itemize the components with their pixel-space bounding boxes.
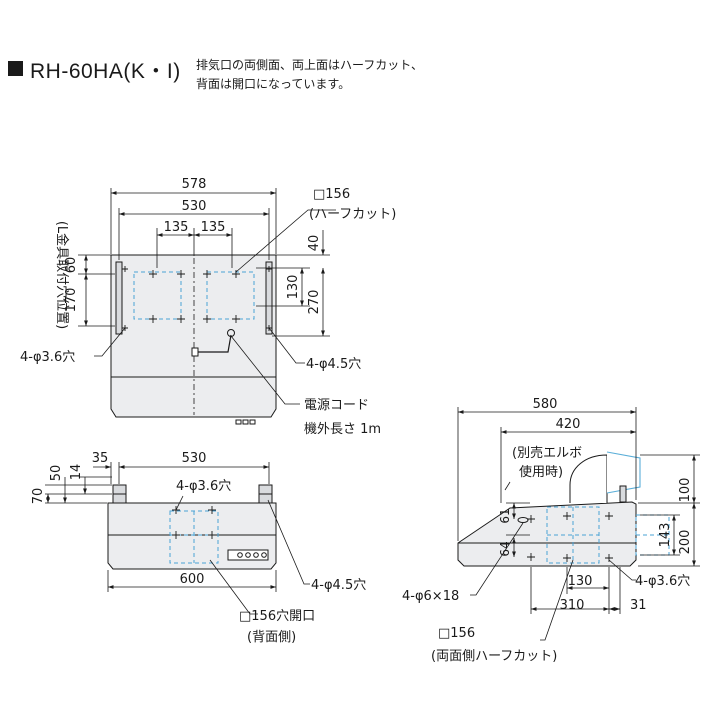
label-64: 64 [498,541,512,556]
label-40: 40 [307,235,322,252]
label-270: 270 [307,290,322,315]
front-left-cut-square [133,271,182,320]
cord-label: 電源コード [304,398,369,413]
slot-label: 4-φ6×18 [402,589,459,604]
label-135-right: 135 [201,220,226,235]
leader-slot [470,522,524,596]
leader-top-hole [175,495,184,511]
front-left-bracket [115,261,123,335]
front-right-cut-square [206,271,255,320]
leader-cut-label [235,209,336,273]
side-cut-size-label: □156 [438,626,475,641]
label-60: 60 [64,257,79,274]
cord-length-label: 機外長さ 1m [304,422,381,437]
cut-size-label: □156 [313,187,350,202]
top-control-panel [227,549,269,561]
side-slot-upper [517,517,529,523]
front-view-labels: 578 530 135 135 60 170 (L金具取付穴位置) 40 130… [20,177,396,437]
top-view [45,462,310,615]
front-control-buttons [235,419,256,425]
top-control-buttons [237,552,267,558]
power-cord [198,334,232,353]
label-578: 578 [182,177,207,192]
label-530: 530 [182,199,207,214]
label-70: 70 [31,488,46,505]
title-note-line-1: 排気口の両側面、両上面はハーフカット、 [196,58,424,72]
leader-side-hole [608,559,636,581]
title-note-line-2: 背面は開口になっています。 [196,77,351,91]
top-hole-marks [172,506,216,539]
model-title: RH-60HA(K・I) [30,60,181,83]
label-130: 130 [286,275,301,300]
label-50: 50 [49,465,64,482]
label-61: 61 [498,508,512,523]
label-170: 170 [64,288,79,313]
title-note: 排気口の両側面、両上面はハーフカット、 背面は開口になっています。 [196,56,423,94]
side-view-labels: 580 420 (別売エルボ 使用時) 100 200 143 61 64 13… [402,397,693,664]
side-cut-type-label: (両面側ハーフカット) [431,649,557,664]
header: RH-60HA(K・I) 排気口の両側面、両上面はハーフカット、 背面は開口にな… [0,0,720,110]
top-hole-right-label: 4-φ4.5穴 [311,578,366,593]
label-top-530: 530 [182,451,207,466]
side-hole-label: 4-φ3.6穴 [635,574,690,589]
hole-right-label: 4-φ4.5穴 [306,357,361,372]
elbow-duct [569,454,608,503]
label-310: 310 [560,598,585,613]
leader-hole-left [94,327,126,357]
leader-top-opening [209,559,258,615]
front-right-bracket [265,261,273,335]
label-31: 31 [630,598,647,613]
label-130-side: 130 [568,574,593,589]
label-14: 14 [69,464,84,481]
label-600: 600 [180,572,205,587]
leader-hole-right [268,327,305,364]
front-hole-marks [122,266,272,331]
leader-cord [230,335,300,405]
side-view [457,407,700,641]
leader-elbow [504,481,511,491]
top-hole-label: 4-φ3.6穴 [176,479,231,494]
label-35: 35 [92,451,109,466]
leader-top-hole-right [267,499,310,585]
side-hole-marks [527,512,613,562]
hole-left-label: 4-φ3.6穴 [20,350,75,365]
bracket-position-label: (L金具取付穴位置) [54,221,70,329]
cut-type-label: (ハーフカット) [309,207,396,222]
elbow-label-line-2: 使用時) [519,464,563,480]
label-200: 200 [678,530,693,555]
title-bullet-square [8,61,23,76]
label-135-left: 135 [164,220,189,235]
label-100: 100 [678,478,693,503]
elbow-flange [619,485,627,503]
leader-side-cut [540,559,574,641]
top-view-labels: 35 530 50 14 70 4-φ3.6穴 600 4-φ4.5穴 □156… [31,451,366,645]
power-cord-plug [191,347,199,357]
front-view-outline [110,254,277,418]
elbow-label-line-1: (別売エルボ [512,445,582,461]
front-view [78,188,336,425]
opening-side-label: (背面側) [247,630,296,645]
label-420: 420 [556,417,581,432]
label-580: 580 [533,397,558,412]
opening-label: □156穴開口 [239,609,315,624]
label-143: 143 [658,523,673,548]
